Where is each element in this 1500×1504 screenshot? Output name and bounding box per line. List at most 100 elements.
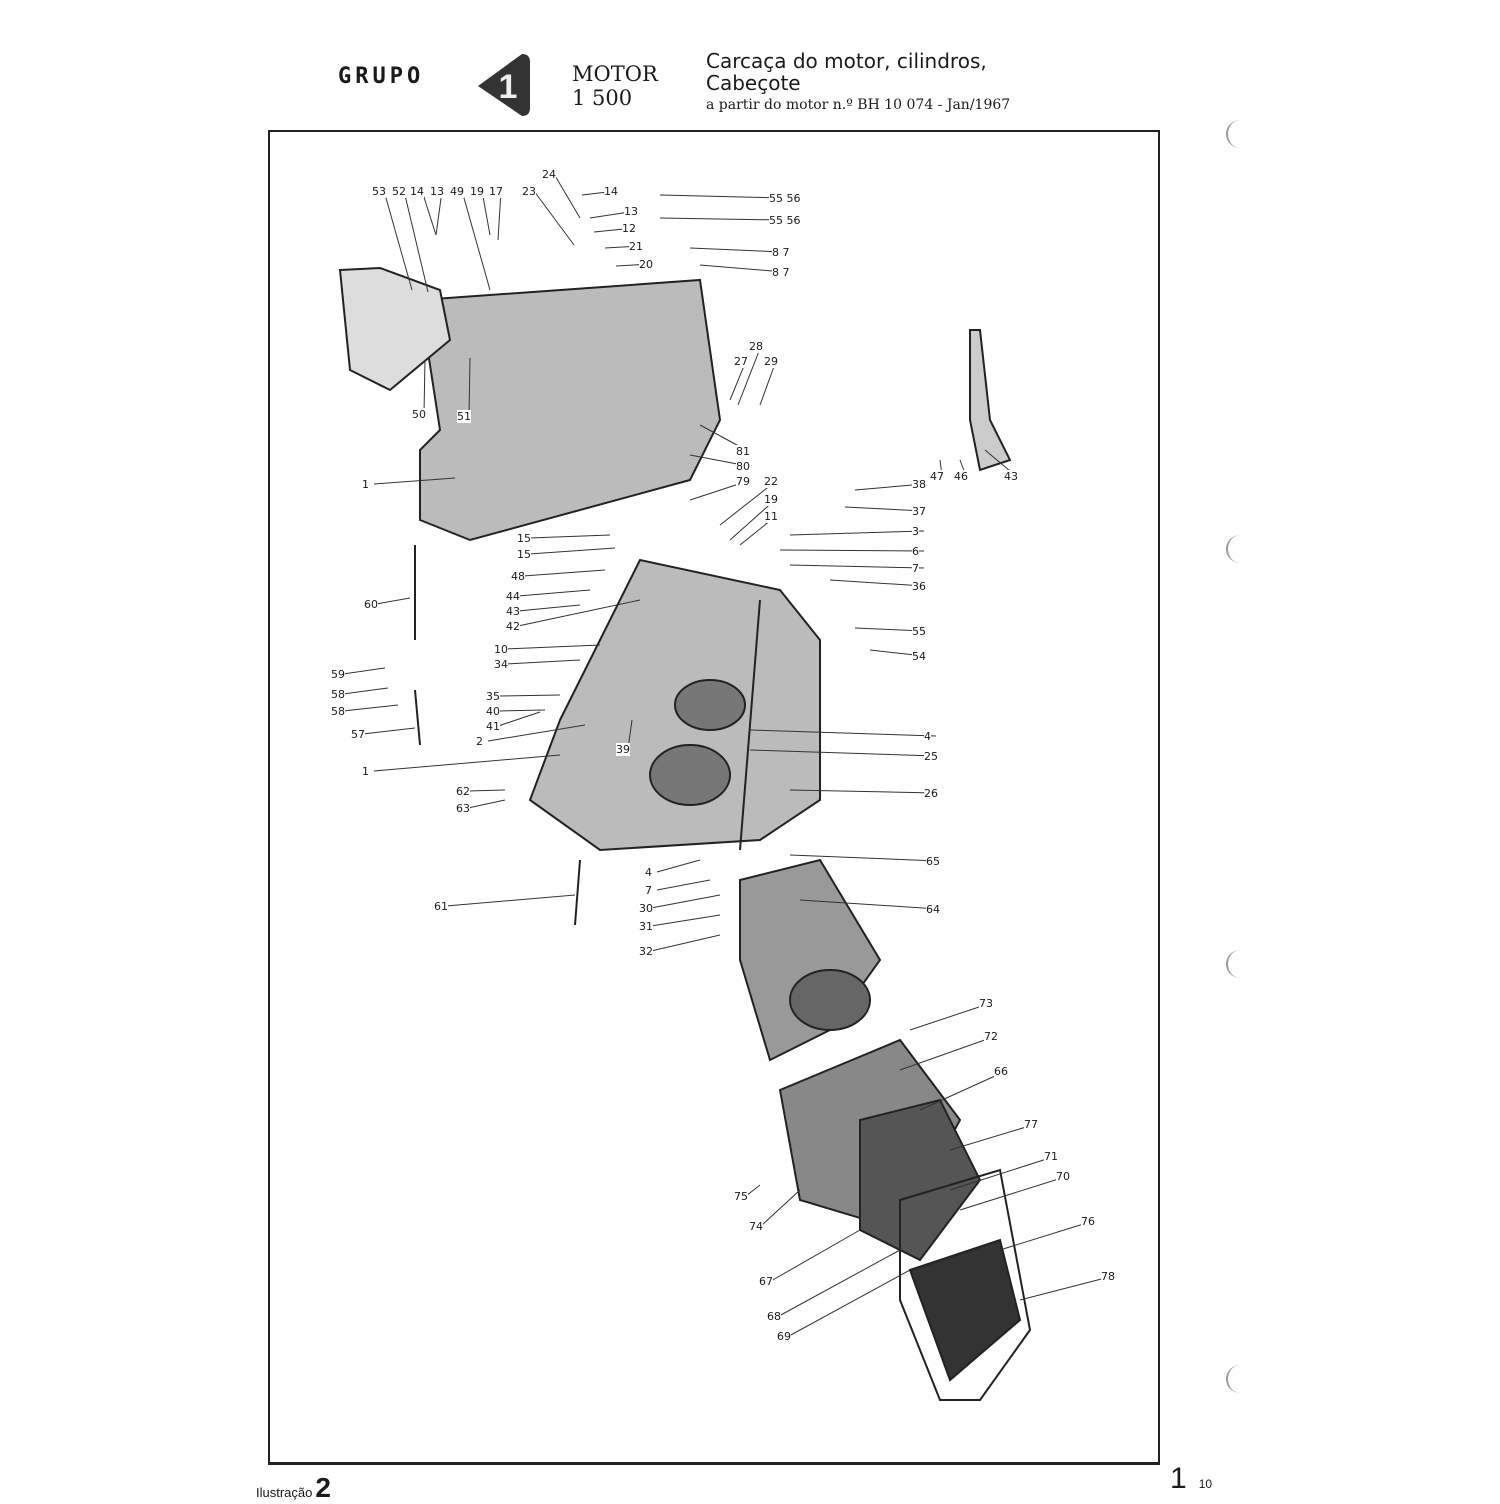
leader-line [699, 264, 785, 273]
leader-line [650, 894, 721, 909]
callout-number: 66 [994, 1065, 1008, 1078]
callout-number: 20 [639, 258, 653, 271]
callout-number: 15 [517, 532, 531, 545]
callout-number: 14 [604, 185, 618, 198]
callout-number: 50 [412, 408, 426, 421]
callout-number: 4 [645, 866, 652, 879]
leader-line [650, 914, 721, 927]
callout-number: 54 [912, 650, 926, 663]
callout-number: 4 [924, 730, 931, 743]
leader-line [553, 173, 581, 219]
title-line-2: Cabeçote [706, 71, 801, 95]
leader-line [342, 667, 386, 675]
leader-line [909, 1002, 992, 1031]
leader-line [789, 530, 925, 536]
callout-number: 7 [645, 884, 652, 897]
leader-line [533, 190, 575, 246]
callout-number: 60 [364, 598, 378, 611]
leader-line [749, 729, 937, 737]
callout-number: 30 [639, 902, 653, 915]
title-subtitle: a partir do motor n.º BH 10 074 - Jan/19… [706, 97, 1011, 113]
leader-line [481, 190, 491, 236]
callout-number: 17 [489, 185, 503, 198]
callout-number: 1 [362, 765, 369, 778]
callout-number: 77 [1024, 1118, 1038, 1131]
stud [739, 599, 761, 851]
leader-line [779, 549, 925, 552]
binder-hole [1226, 1365, 1242, 1393]
cylinder-bore [649, 744, 731, 806]
leader-line [362, 727, 416, 735]
callout-number: 13 [624, 205, 638, 218]
callout-number: 80 [736, 460, 750, 473]
leader-line [528, 547, 616, 555]
leader-line [659, 194, 782, 199]
leader-line [342, 704, 399, 712]
callout-number: 65 [926, 855, 940, 868]
callout-number: 40 [486, 705, 500, 718]
leader-line [749, 749, 937, 757]
leader-line [375, 597, 411, 605]
callout-number: 58 [331, 688, 345, 701]
group-label: GRUPO [338, 64, 425, 89]
leader-line [737, 345, 762, 406]
callout-number: 11 [764, 510, 778, 523]
callout-number: 49 [450, 185, 464, 198]
leader-line [342, 687, 389, 695]
oil-filler-pipe [969, 329, 1012, 472]
callout-number: 42 [506, 620, 520, 633]
callout-number: 62 [456, 785, 470, 798]
callout-number: 78 [1101, 1270, 1115, 1283]
callout-number: 39 [616, 743, 630, 756]
cylinder-bore [674, 679, 746, 731]
leader-line [919, 1070, 1007, 1111]
callout-number: 38 [912, 478, 926, 491]
callout-number: 57 [351, 728, 365, 741]
callout-number: 73 [979, 997, 993, 1010]
callout-number: 58 [331, 705, 345, 718]
leader-line [899, 1035, 997, 1071]
leader-line [461, 190, 491, 291]
callout-number: 24 [542, 168, 556, 181]
leader-line [517, 589, 591, 597]
page-title: Carcaça do motor, cilindros, Cabeçote a … [706, 50, 1010, 116]
callout-number: 72 [984, 1030, 998, 1043]
callout-number: 29 [764, 355, 778, 368]
callout-number: 7 [912, 562, 919, 575]
callout-number: 79 [736, 475, 750, 488]
leader-line [650, 934, 721, 952]
leader-line [497, 711, 541, 727]
group-number: 1 [499, 68, 518, 106]
leader-line [528, 534, 611, 539]
callout-number: 46 [954, 470, 968, 483]
leader-line [949, 1123, 1037, 1151]
leader-line [423, 359, 426, 415]
leader-line [373, 477, 456, 485]
stud [414, 689, 421, 746]
leader-line [745, 1184, 761, 1197]
leader-line [373, 754, 561, 772]
callout-number: 48 [511, 570, 525, 583]
leader-line [383, 190, 413, 291]
callout-number: 68 [767, 1310, 781, 1323]
leader-line [770, 1229, 861, 1282]
callout-number: 52 [392, 185, 406, 198]
callout-number: 14 [410, 185, 424, 198]
leader-line [467, 789, 506, 792]
callout-number: 2 [476, 735, 483, 748]
callout-number: 37 [912, 505, 926, 518]
section-name: MOTOR [572, 62, 658, 86]
leader-line [505, 659, 581, 665]
callout-number: 35 [486, 690, 500, 703]
valve-cover [908, 1238, 1022, 1382]
callout-number: 41 [486, 720, 500, 733]
cylinder-top [789, 969, 871, 1031]
leader-line [719, 480, 777, 526]
engine-size: 1 500 [572, 86, 633, 110]
leader-line [959, 1175, 1069, 1211]
callout-number: 1 [362, 478, 369, 491]
callout-number: 81 [736, 445, 750, 458]
leader-line [403, 190, 429, 293]
